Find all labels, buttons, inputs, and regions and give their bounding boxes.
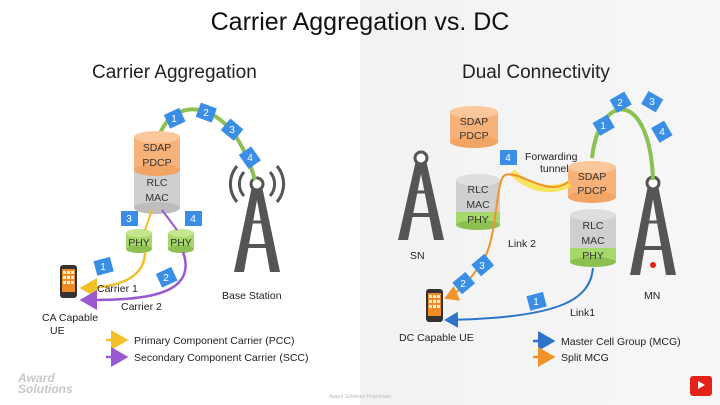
link-1-label: Link1 (570, 307, 595, 319)
forwarding-label-2: tunnel (540, 163, 569, 175)
svg-text:1: 1 (600, 121, 606, 132)
ca-sdap: SDAP (143, 142, 172, 154)
footer-text: Award Solutions Proprietary (329, 394, 391, 400)
dc-ue-phone-icon (426, 289, 443, 322)
sn-sdap: SDAP (460, 116, 489, 128)
sn-upper-stack: SDAP PDCP (450, 106, 498, 148)
mn-tower (630, 175, 676, 275)
dc-badge: 3 (471, 253, 495, 277)
pcc-legend-label: Primary Component Carrier (PCC) (134, 335, 294, 347)
svg-text:1: 1 (100, 262, 106, 273)
ca-ue-phone-icon (60, 265, 77, 298)
svg-text:3: 3 (479, 261, 485, 272)
svg-text:4: 4 (659, 127, 665, 138)
link-2-label: Link 2 (508, 238, 536, 250)
ca-badge: 2 (155, 266, 178, 288)
ca-badge: 4 (238, 146, 261, 169)
svg-text:4: 4 (247, 153, 253, 164)
base-station-tower (229, 165, 285, 272)
svg-text:3: 3 (126, 214, 132, 225)
ca-ue-label-2: UE (50, 325, 65, 337)
dc-badge: 4 (651, 120, 673, 143)
svg-text:1: 1 (533, 297, 539, 308)
carrier-2-label: Carrier 2 (121, 301, 162, 313)
ca-ue-label-1: CA Capable (42, 312, 98, 324)
svg-text:2: 2 (460, 279, 466, 290)
dc-data-path (590, 107, 655, 181)
mn-upper-stack: SDAP PDCP (568, 161, 616, 203)
svg-text:2: 2 (163, 273, 169, 284)
svg-text:2: 2 (617, 98, 623, 109)
split-mcg-legend-label: Split MCG (561, 352, 609, 364)
dc-badge: 1 (592, 114, 615, 136)
sn-tower (398, 150, 444, 240)
ca-protocol-stack: SDAP PDCP RLC MAC PHY PHY (126, 131, 194, 253)
sn-mac: MAC (466, 199, 490, 211)
svg-text:4: 4 (190, 214, 196, 225)
pcc-arrow (79, 251, 147, 298)
mn-rlc: RLC (582, 220, 603, 232)
mcg-legend-label: Master Cell Group (MCG) (561, 336, 681, 348)
mn-mac: MAC (581, 235, 605, 247)
dc-badge: 1 (526, 291, 547, 311)
ca-badge: 3 (121, 211, 138, 226)
carrier-1-label: Carrier 1 (97, 283, 138, 295)
mn-sdap: SDAP (578, 171, 607, 183)
ca-phy-2: PHY (170, 237, 192, 249)
ca-badge: 2 (195, 102, 217, 123)
sn-pdcp: PDCP (459, 130, 488, 142)
dc-badge: 4 (500, 150, 517, 165)
dc-ue-label: DC Capable UE (399, 332, 474, 344)
mn-label: MN (644, 290, 660, 302)
svg-text:2: 2 (203, 108, 209, 119)
scc-arrow (79, 251, 187, 310)
sn-rlc: RLC (467, 184, 488, 196)
sn-label: SN (410, 250, 425, 262)
ca-heading: Carrier Aggregation (92, 62, 257, 83)
mcg-arrow (444, 267, 594, 328)
ca-badge: 1 (93, 256, 114, 276)
sn-lower-stack: RLC MAC PHY (456, 174, 500, 230)
award-solutions-logo: Award Solutions (18, 371, 73, 396)
mn-phy: PHY (582, 250, 604, 262)
ca-badge: 3 (220, 118, 244, 141)
base-station-label: Base Station (222, 290, 282, 302)
dc-heading: Dual Connectivity (462, 62, 610, 83)
ca-badge: 1 (163, 107, 186, 129)
slide-title: Carrier Aggregation vs. DC (210, 8, 510, 36)
mn-pdcp: PDCP (577, 185, 606, 197)
ca-rlc: RLC (146, 177, 167, 189)
svg-text:3: 3 (229, 125, 235, 136)
ca-mac: MAC (145, 192, 169, 204)
sn-phy: PHY (467, 214, 489, 226)
dc-badge: 2 (609, 91, 632, 113)
ca-badge: 4 (185, 211, 202, 226)
dc-badge: 2 (452, 271, 476, 295)
forwarding-label-1: Forwarding (525, 151, 578, 163)
svg-text:3: 3 (649, 97, 655, 108)
ca-phy-1: PHY (128, 237, 150, 249)
youtube-subscribe-icon[interactable] (690, 376, 712, 396)
mn-lower-stack: RLC MAC PHY (570, 209, 616, 267)
svg-text:1: 1 (171, 114, 177, 125)
svg-text:4: 4 (505, 153, 511, 164)
ca-pdcp: PDCP (142, 157, 171, 169)
dc-badge: 3 (641, 90, 664, 113)
scc-legend-label: Secondary Component Carrier (SCC) (134, 352, 308, 364)
